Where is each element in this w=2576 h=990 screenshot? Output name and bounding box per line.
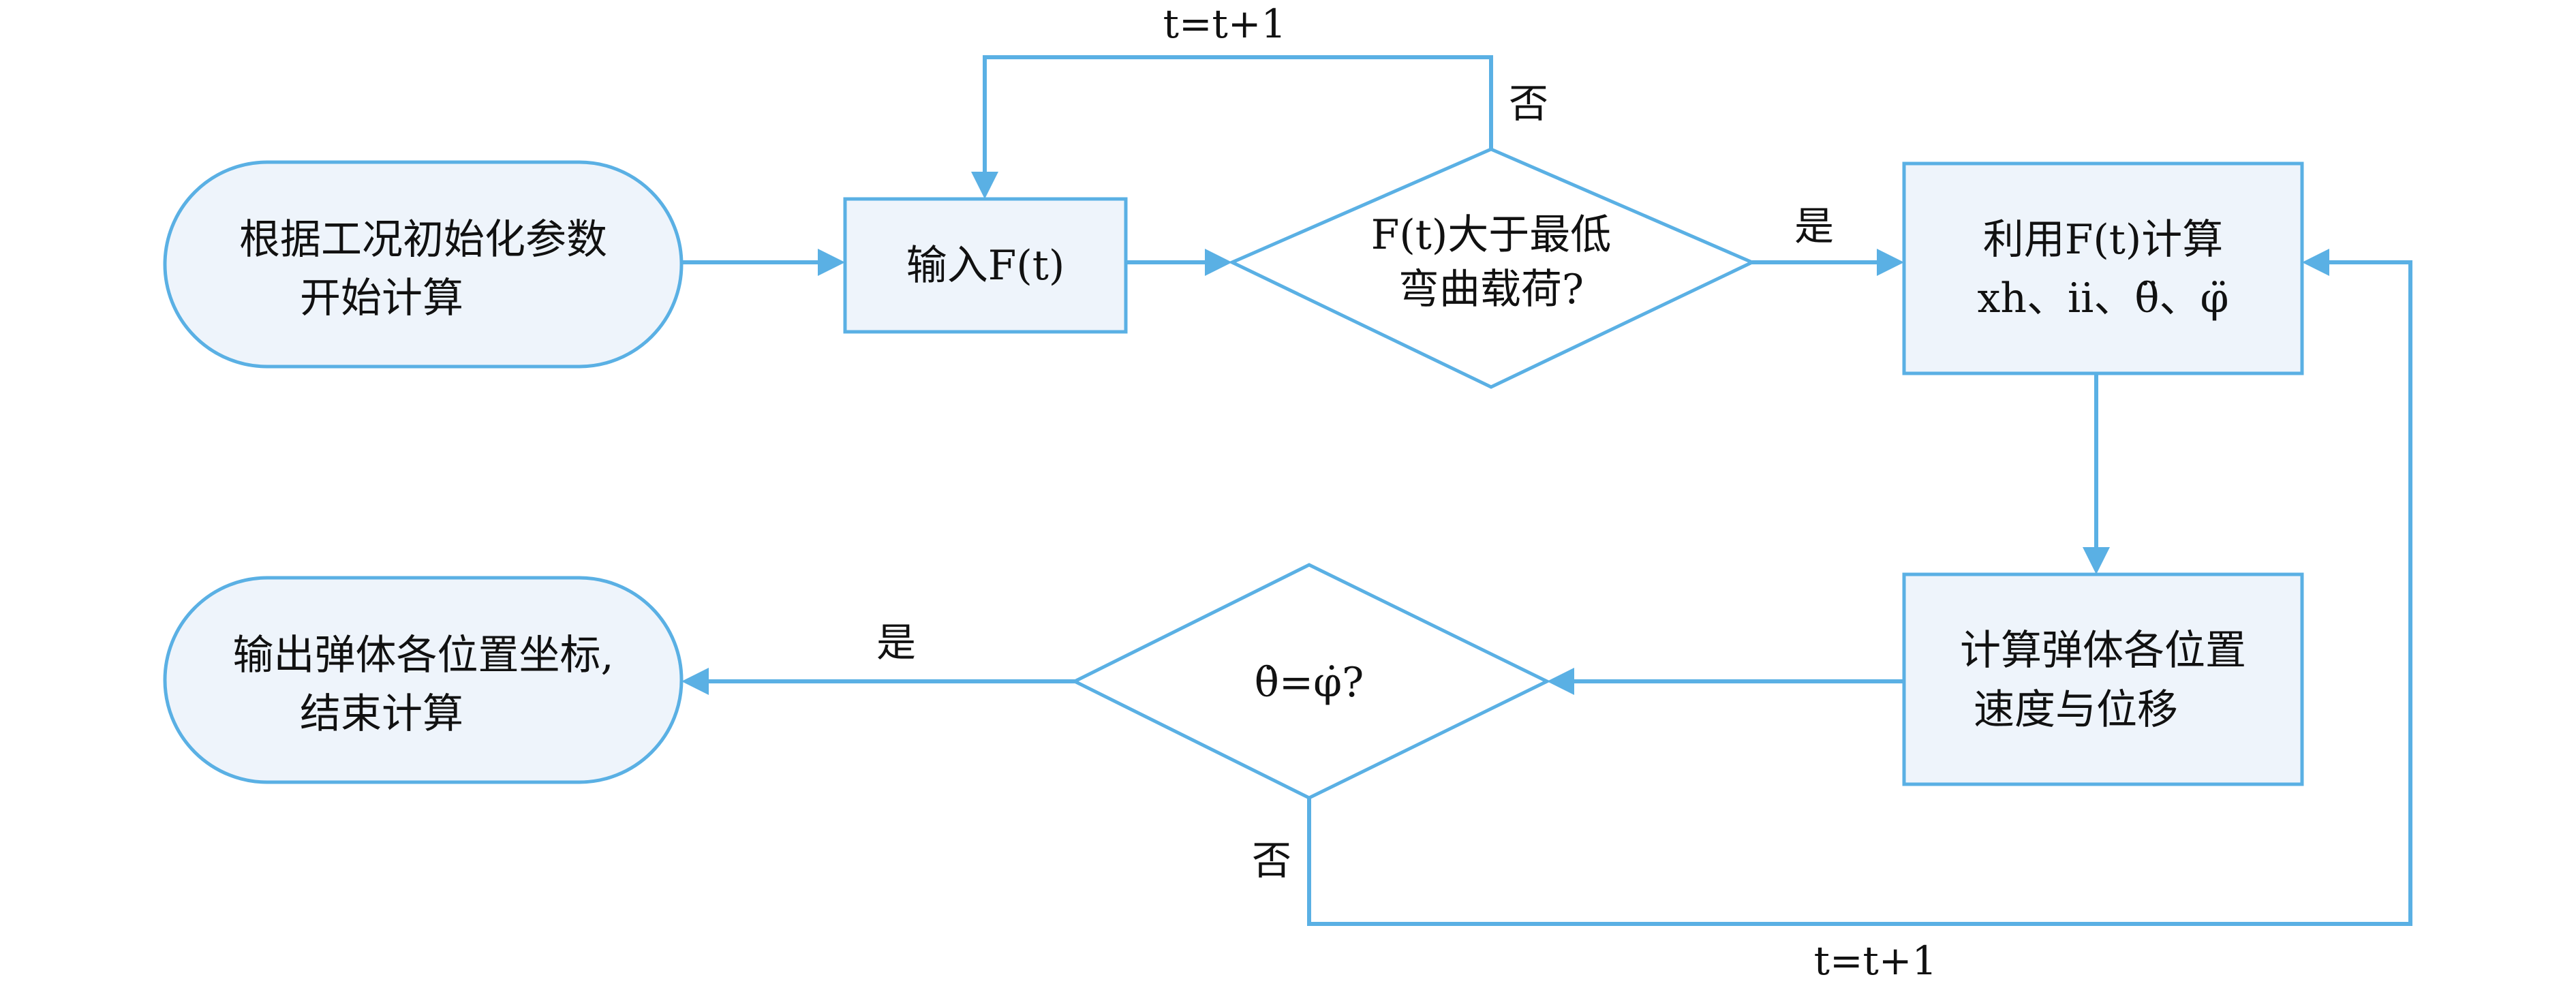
calc-process-box <box>1902 161 2304 375</box>
no-top-label: 否 <box>1509 80 1548 127</box>
start-label-line2: 开始计算 <box>300 275 463 322</box>
edge-decision2-no-loop <box>1307 260 2412 926</box>
arrowhead <box>818 249 845 276</box>
arrowhead <box>1877 249 1904 276</box>
end-terminal <box>163 576 684 784</box>
calc-label-line1: 利用F(t)计算 <box>1983 216 2224 264</box>
start-terminal <box>163 160 684 369</box>
end-label-line1: 输出弹体各位置坐标, <box>232 632 613 679</box>
start-label-line1: 根据工况初始化参数 <box>239 216 607 264</box>
arrowhead <box>971 172 998 199</box>
decision2-label: θ̇=φ̇? <box>1255 659 1364 707</box>
arrowhead <box>681 668 709 695</box>
arrowhead <box>2083 547 2110 574</box>
input-process-box <box>843 197 1128 334</box>
arrowhead <box>1547 668 1574 695</box>
yes-left-label: 是 <box>876 619 916 666</box>
angle-decision-diamond <box>1071 563 1551 800</box>
edge-decision-no-loop-top <box>983 55 1493 174</box>
loop-top-label: t=t+1 <box>1163 1 1287 47</box>
input-label: 输入F(t) <box>906 242 1065 290</box>
decision1-label-line1: F(t)大于最低 <box>1371 211 1612 259</box>
loop-bottom-label: t=t+1 <box>1814 938 1937 984</box>
load-decision-diamond <box>1228 147 1757 389</box>
velocity-label-line1: 计算弹体各位置 <box>1960 627 2246 675</box>
yes-right-label: 是 <box>1794 203 1834 249</box>
no-bottom-label: 否 <box>1252 837 1291 884</box>
velocity-process-box <box>1902 572 2304 786</box>
velocity-label-line2: 速度与位移 <box>1974 686 2178 734</box>
arrowhead <box>2302 249 2329 276</box>
arrowhead <box>1205 249 1232 276</box>
end-label-line2: 结束计算 <box>300 690 463 738</box>
decision1-label-line2: 弯曲载荷? <box>1398 266 1584 313</box>
calc-label-line2: xh、ii、θ̈、φ̈ <box>1978 275 2229 322</box>
